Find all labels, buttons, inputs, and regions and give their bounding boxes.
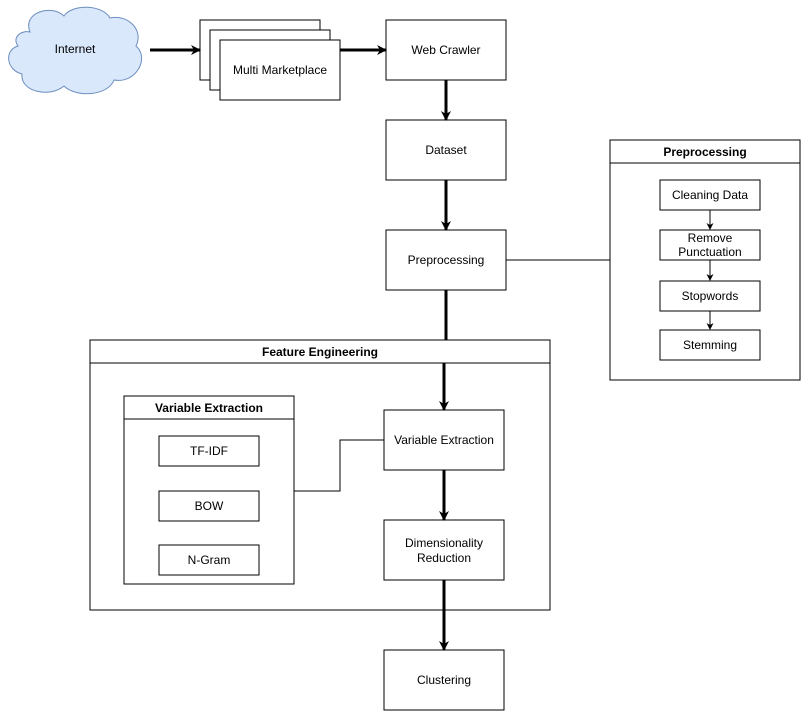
variable-extraction-label: Variable Extraction [394, 433, 494, 447]
bow-label: BOW [195, 499, 224, 513]
tfidf-box [158, 435, 260, 467]
bow-box [158, 490, 260, 522]
dimensionality-label-line2: Reduction [417, 551, 471, 565]
stopwords-box [659, 280, 761, 312]
internet-cloud: Internet [8, 6, 142, 95]
variable-extraction-node: Variable Extraction [383, 409, 505, 471]
preprocessing-panel-title: Preprocessing [663, 145, 746, 159]
dimensionality-reduction-node: Dimensionality Reduction [383, 519, 505, 581]
remove-punctuation-label-line1: Remove [688, 231, 733, 245]
ngram-box [158, 544, 260, 576]
internet-label: Internet [55, 42, 96, 56]
variable-extraction-panel-title: Variable Extraction [155, 401, 263, 415]
multi-marketplace-label: Multi Marketplace [233, 63, 327, 77]
preprocessing-label: Preprocessing [408, 253, 485, 267]
cleaning-data-label: Cleaning Data [672, 188, 748, 202]
web-crawler-node: Web Crawler [385, 19, 507, 81]
ngram-label: N-Gram [188, 553, 231, 567]
dataset-node: Dataset [385, 119, 507, 181]
web-crawler-label: Web Crawler [411, 43, 480, 57]
marketplace-front-box [219, 39, 341, 101]
multi-marketplace-stack: Multi Marketplace [199, 19, 341, 101]
remove-punctuation-label-line2: Punctuation [678, 245, 741, 259]
clustering-label: Clustering [417, 673, 471, 687]
dimensionality-label-line1: Dimensionality [405, 536, 483, 550]
cleaning-data-box [659, 179, 761, 211]
stemming-label: Stemming [683, 338, 737, 352]
preprocessing-panel: Preprocessing Cleaning Data Remove Punct… [609, 139, 801, 381]
variable-extraction-panel: Variable Extraction TF-IDF BOW N-Gram [123, 395, 295, 585]
remove-punctuation-box [659, 229, 761, 261]
preprocessing-node: Preprocessing [385, 229, 507, 291]
connector-variable-extraction-panel [294, 439, 384, 492]
feature-engineering-title: Feature Engineering [262, 345, 378, 359]
dataset-label: Dataset [425, 143, 467, 157]
tfidf-label: TF-IDF [190, 444, 228, 458]
clustering-node: Clustering [383, 649, 505, 711]
stemming-box [659, 329, 761, 361]
stopwords-label: Stopwords [682, 289, 739, 303]
